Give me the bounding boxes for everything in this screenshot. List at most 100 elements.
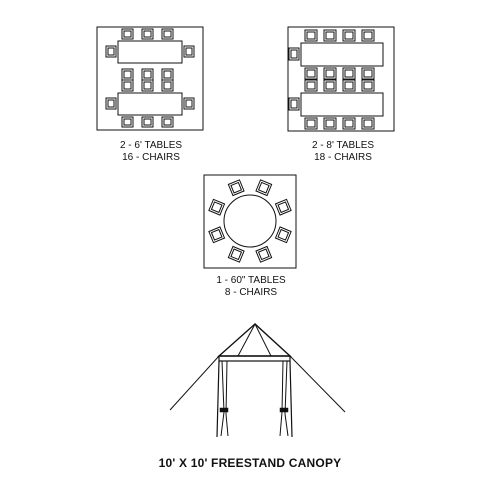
chair-seat: [288, 97, 300, 111]
side-drape: [279, 411, 283, 437]
chair-cushion: [344, 31, 354, 40]
chair: [105, 97, 117, 110]
chair-seat: [141, 79, 154, 92]
chair-seat: [304, 79, 318, 92]
chair-seat: [361, 67, 375, 80]
chair-cushion: [306, 81, 316, 90]
chair: [141, 116, 154, 128]
chair-cushion: [344, 119, 354, 128]
chair: [361, 79, 375, 92]
chair-seat: [121, 116, 134, 128]
frame-pole-left: [216, 360, 220, 438]
chair-seat: [141, 28, 154, 40]
side-drape: [225, 413, 229, 437]
chair: [183, 45, 195, 58]
chair-cushion: [210, 201, 223, 214]
chair-cushion: [325, 31, 335, 40]
chair-seat: [361, 117, 375, 130]
chair: [121, 116, 134, 128]
chair-cushion: [163, 81, 172, 90]
chair-cushion: [290, 49, 298, 59]
layout-caption-round: 1 - 60" TABLES 8 - CHAIRS: [196, 275, 306, 299]
chair: [255, 245, 273, 263]
chair-cushion: [163, 30, 172, 38]
chair-cushion: [306, 69, 316, 78]
chair: [183, 97, 195, 110]
chair: [208, 226, 226, 244]
chair-seat: [161, 28, 174, 40]
chair-cushion: [325, 81, 335, 90]
chair: [161, 28, 174, 40]
chair-cushion: [363, 31, 373, 40]
layout-caption-8ft: 2 - 8' TABLES 18 - CHAIRS: [288, 140, 398, 164]
chair-seat: [105, 45, 117, 58]
chair-seat: [323, 67, 337, 80]
chair-seat: [342, 117, 356, 130]
chair-seat: [342, 79, 356, 92]
caption-tables: 2 - 8' TABLES: [311, 140, 375, 151]
tent-footprint: [287, 26, 395, 132]
page-title: 10' X 10' FREESTAND CANOPY: [158, 456, 342, 470]
drape-tieback: [279, 407, 289, 413]
side-drape: [220, 411, 225, 437]
chair: [342, 117, 356, 130]
layout-caption-6ft: 2 - 6' TABLES 16 - CHAIRS: [96, 140, 206, 164]
chair-seat: [288, 47, 300, 61]
chair-seat: [323, 79, 337, 92]
rect-table-8ft: [300, 42, 384, 67]
chair: [274, 198, 292, 216]
chair-seat: [361, 29, 375, 42]
round-table-60in: [223, 194, 277, 248]
chair: [121, 79, 134, 92]
layout-two-8ft-tables: [287, 26, 395, 132]
chair: [323, 29, 337, 42]
chair-cushion: [290, 99, 298, 109]
rect-table-6ft: [117, 40, 183, 64]
chair-seat: [274, 226, 292, 244]
chair: [255, 179, 273, 197]
chair-seat: [183, 45, 195, 58]
chair: [161, 68, 174, 81]
chair-cushion: [277, 201, 290, 214]
chair: [288, 97, 300, 111]
chair-cushion: [344, 69, 354, 78]
tent-footprint: [203, 174, 297, 269]
chair-cushion: [143, 118, 152, 126]
chair: [274, 226, 292, 244]
caption-tables: 2 - 6' TABLES: [119, 140, 183, 151]
chair-seat: [304, 29, 318, 42]
layout-two-6ft-tables: [96, 26, 204, 131]
caption-tables: 1 - 60" TABLES: [216, 275, 286, 286]
chair-cushion: [363, 69, 373, 78]
chair: [304, 67, 318, 80]
chair-cushion: [257, 181, 270, 194]
caption-chairs: 18 - CHAIRS: [314, 152, 372, 163]
chair-cushion: [210, 228, 223, 241]
chair-cushion: [344, 81, 354, 90]
chair: [141, 79, 154, 92]
chair: [304, 117, 318, 130]
chair-seat: [105, 97, 117, 110]
side-drape: [281, 360, 284, 413]
guy-rope-left: [169, 355, 220, 411]
chair-cushion: [107, 99, 115, 108]
rect-table-6ft: [117, 92, 183, 116]
chair: [161, 79, 174, 92]
chair-cushion: [143, 70, 152, 79]
chair-cushion: [363, 119, 373, 128]
chair: [361, 117, 375, 130]
chair: [288, 47, 300, 61]
chair-cushion: [257, 248, 270, 261]
chair-cushion: [143, 30, 152, 38]
chair: [141, 68, 154, 81]
chair-cushion: [306, 31, 316, 40]
chair: [161, 116, 174, 128]
frame-pole-right: [289, 360, 293, 438]
chair-cushion: [230, 248, 243, 261]
chair: [141, 28, 154, 40]
side-drape: [221, 360, 225, 413]
rect-table-8ft: [300, 92, 384, 117]
chair-cushion: [325, 119, 335, 128]
chair-seat: [121, 79, 134, 92]
chair-seat: [323, 117, 337, 130]
